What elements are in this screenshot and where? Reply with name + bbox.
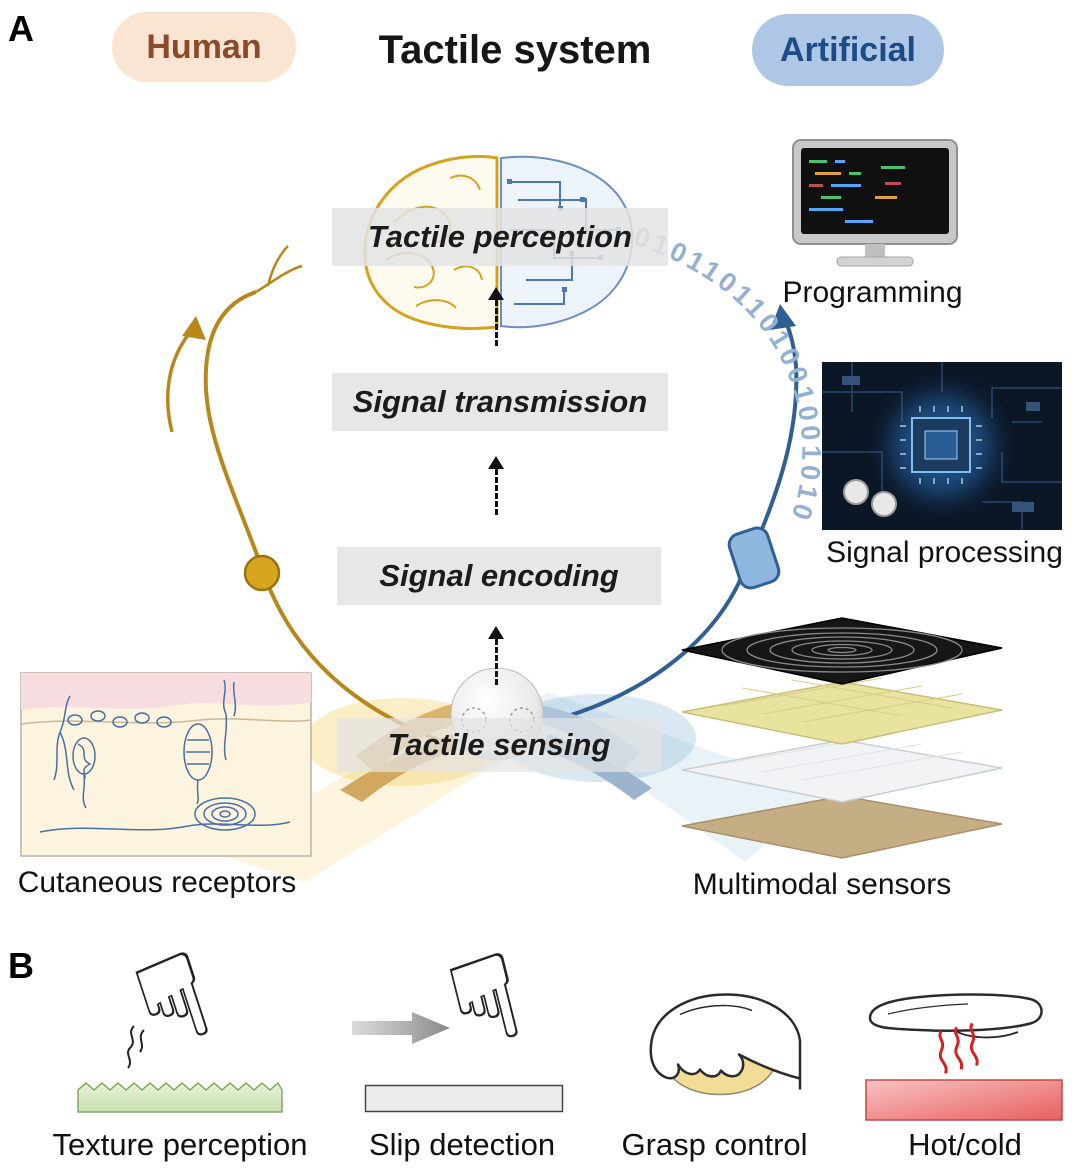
caption-signal-processing: Signal processing — [826, 536, 1063, 569]
caption-grasp-control: Grasp control — [621, 1127, 808, 1162]
caption-cutaneous-receptors: Cutaneous receptors — [17, 866, 297, 899]
arrow-shaft — [494, 300, 498, 346]
receptor-drawings — [39, 679, 291, 833]
caption-texture-perception: Texture perception — [52, 1127, 308, 1162]
hot-cold-illustration — [865, 993, 1063, 1121]
panel-b-label: B — [8, 945, 34, 986]
arrow-shaft — [494, 639, 498, 685]
multimodal-sensor-stack-illustration — [681, 617, 1003, 859]
circuit-board-illustration — [822, 362, 1062, 530]
hand-outline — [649, 993, 802, 1090]
heat-waves-icon — [938, 1022, 979, 1074]
blue-arrowhead — [770, 304, 796, 330]
textured-surface — [77, 1081, 283, 1113]
arrowhead-icon — [488, 626, 504, 639]
stage-signal-transmission: Signal transmission — [332, 373, 668, 431]
arrowhead-icon — [488, 287, 504, 300]
human-pill: Human — [112, 12, 296, 82]
stage-tactile-sensing: Tactile sensing — [337, 718, 661, 772]
stage-signal-encoding: Signal encoding — [337, 547, 661, 605]
artificial-pill-text: Artificial — [779, 30, 917, 69]
pointing-finger-icon: ☟ — [434, 925, 538, 1077]
layer-electrode — [681, 677, 1003, 745]
panel-a-label: A — [8, 8, 34, 49]
up-arrow-transmission-to-perception — [487, 287, 505, 346]
stage-tactile-perception: Tactile perception — [332, 208, 668, 266]
texture-perception-item: ☟ — [70, 924, 300, 1123]
layer-dielectric — [681, 735, 1003, 803]
slip-direction-arrow-icon — [352, 1012, 450, 1044]
up-arrow-encoding-to-transmission — [487, 456, 505, 515]
grasp-control-item — [618, 968, 818, 1113]
caption-hot-cold: Hot/cold — [908, 1127, 1022, 1162]
caption-multimodal-sensors: Multimodal sensors — [692, 868, 952, 901]
monitor-illustration — [792, 139, 958, 267]
arrow-shaft — [494, 469, 498, 515]
layer-substrate — [681, 795, 1003, 859]
flat-surface — [364, 1084, 564, 1113]
caption-programming: Programming — [782, 276, 963, 309]
vibration-squiggle-icon — [127, 1025, 145, 1069]
flat-hand-outline — [868, 993, 1043, 1032]
code-specks — [809, 160, 905, 223]
grasping-hand-illustration — [649, 993, 802, 1096]
cpu-chip — [900, 406, 982, 484]
figure-title: Tactile system — [378, 28, 652, 72]
neuron-soma-node — [243, 554, 281, 592]
arrowhead-icon — [488, 456, 504, 469]
caption-slip-detection: Slip detection — [368, 1127, 556, 1162]
artificial-pill: Artificial — [752, 14, 944, 86]
gold-arrowhead — [182, 316, 206, 340]
human-pill-text: Human — [146, 27, 262, 66]
signal-node — [727, 526, 781, 590]
human-nerve-path — [166, 245, 439, 742]
slip-detection-item: ☟ — [352, 925, 577, 1123]
layer-coil-top — [681, 617, 1003, 685]
hot-cold-item — [858, 980, 1070, 1132]
skin-cross-section-illustration — [20, 672, 312, 857]
up-arrow-sensing-to-encoding — [487, 626, 505, 685]
heated-surface — [865, 1079, 1063, 1121]
